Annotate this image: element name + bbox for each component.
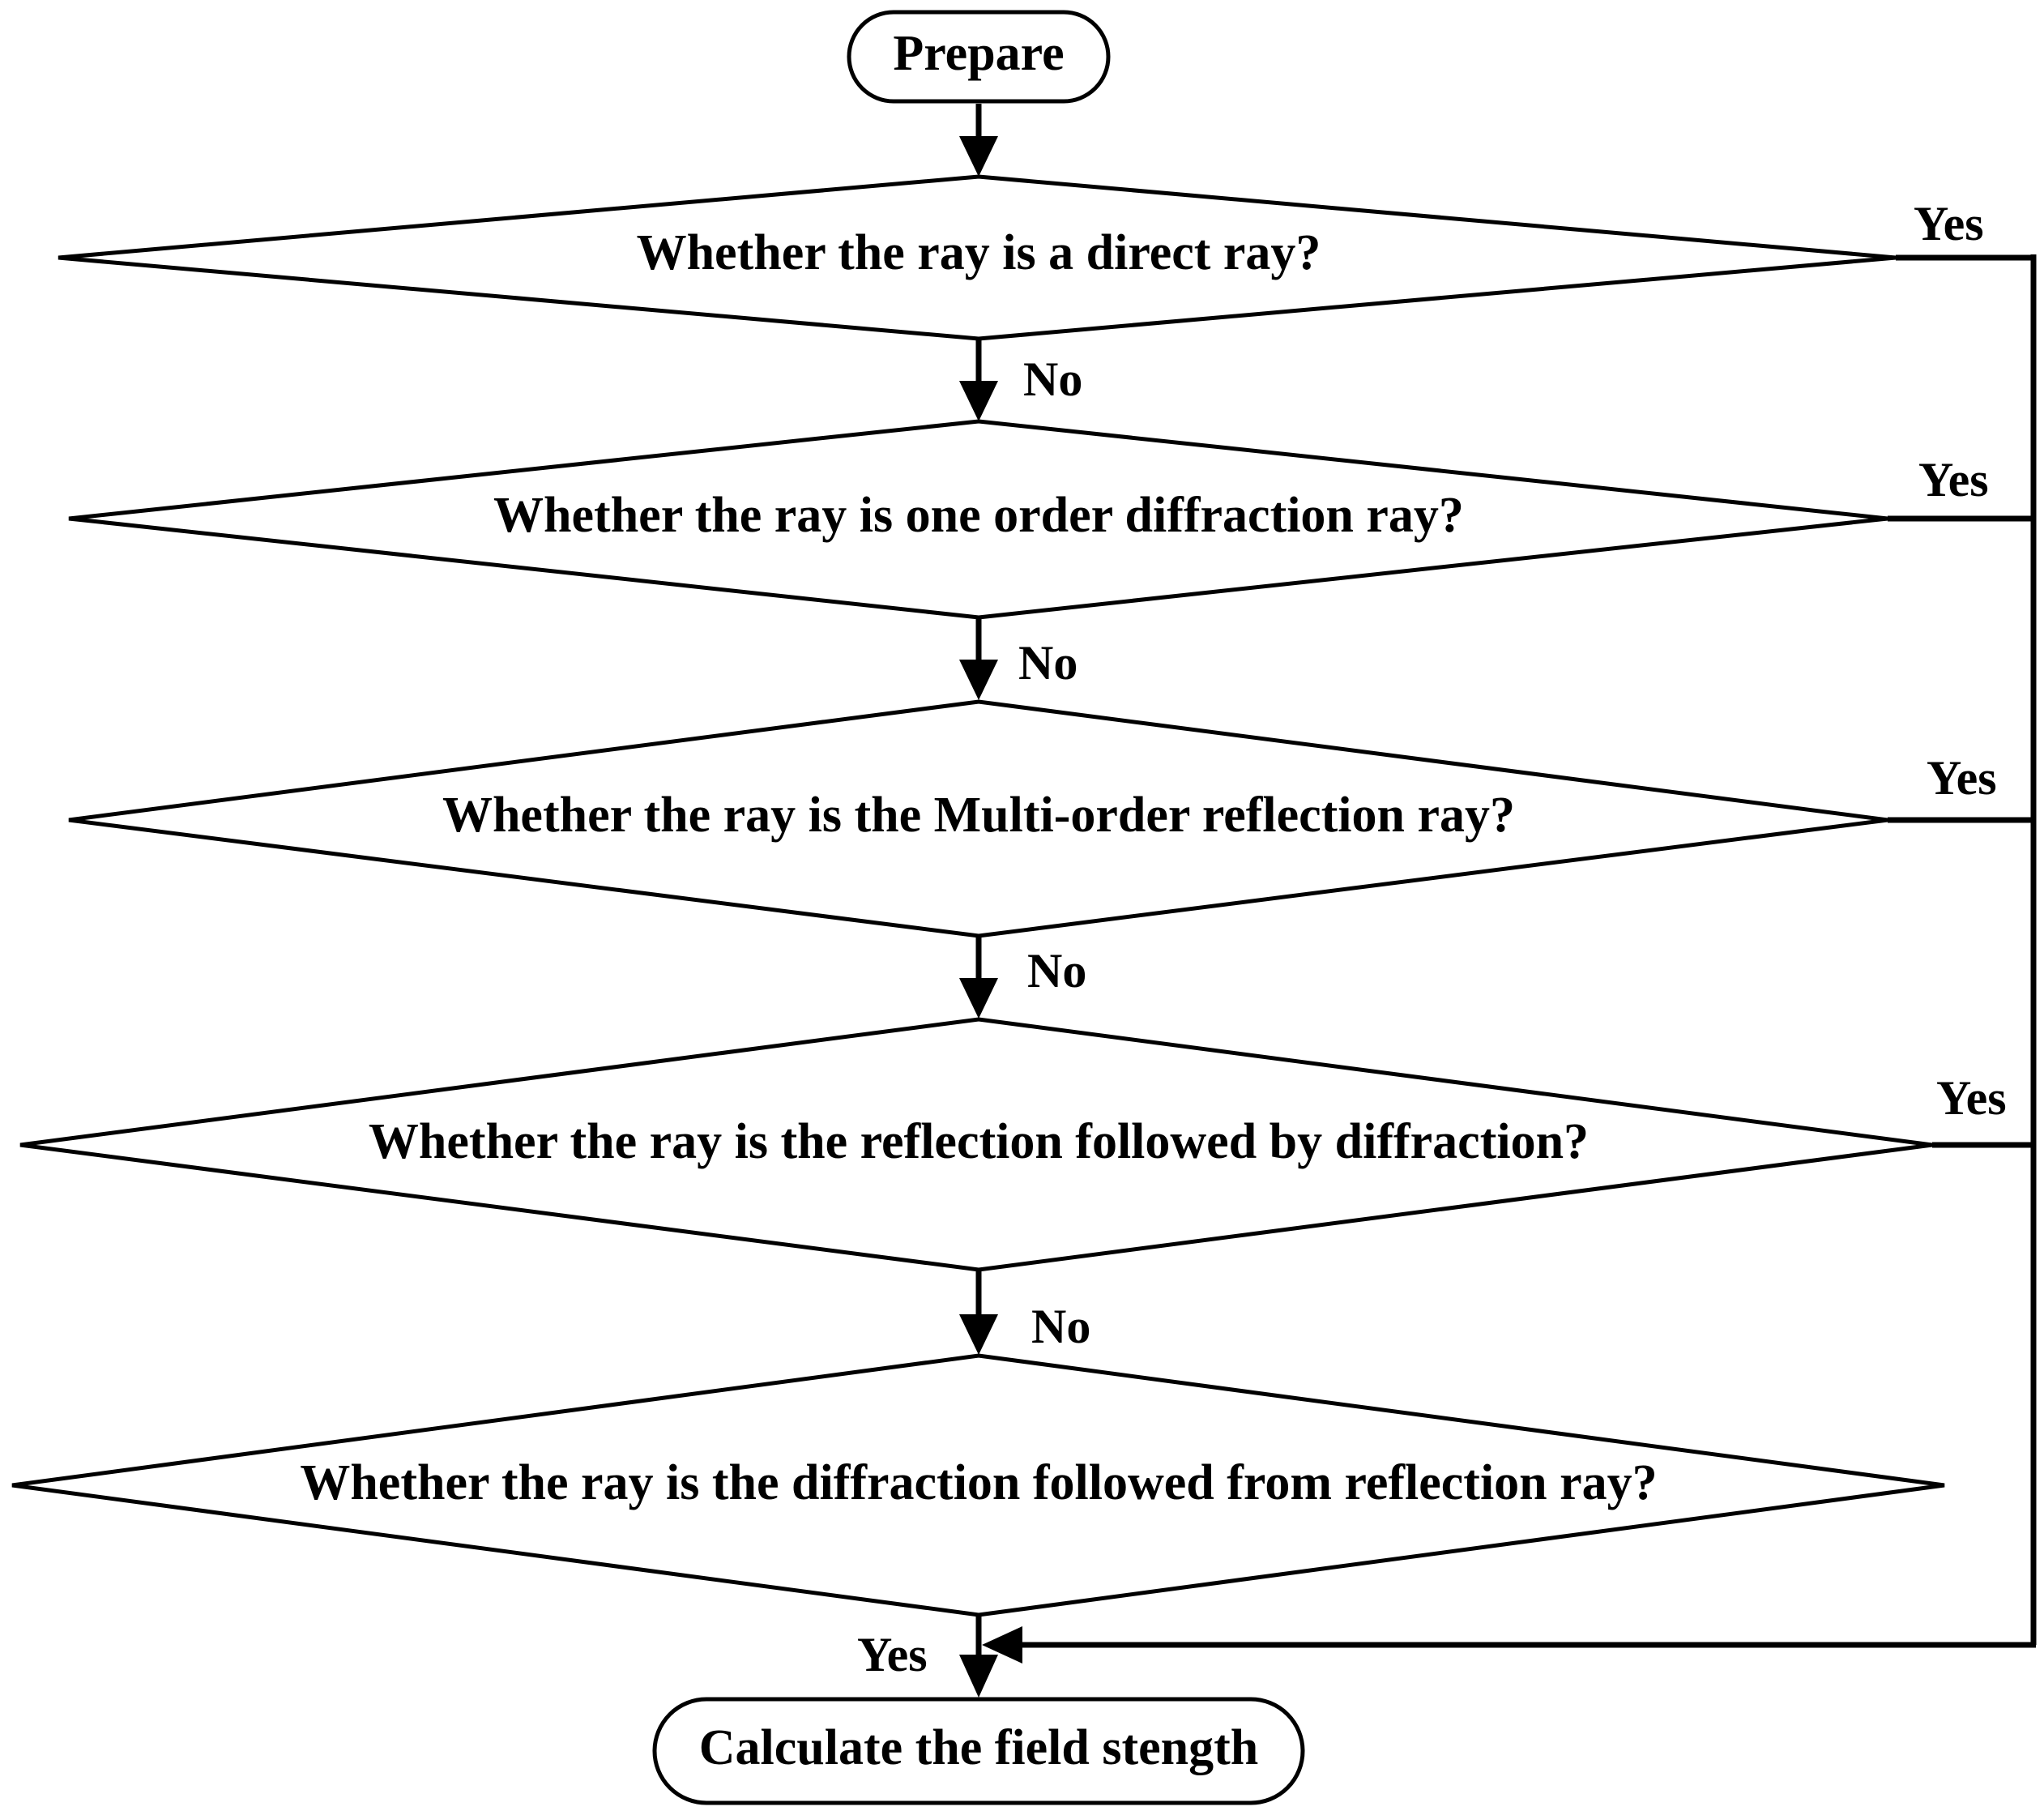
decision-reflection-then-diffraction: Whether the ray is the reflection follow… [19, 1017, 1933, 1272]
decision-diffraction-from-reflection-label: Whether the ray is the diffraction follo… [300, 1455, 1657, 1510]
arrowhead-down [959, 381, 998, 421]
arrowhead-down [959, 660, 998, 700]
start-node: Prepare [847, 10, 1111, 104]
arrowhead-down [959, 1314, 998, 1355]
no-label: No [1031, 1300, 1090, 1353]
no-label: No [1018, 636, 1077, 690]
decision-direct-ray-label: Whether the ray is a direct ray? [637, 225, 1321, 280]
no-label: No [1023, 352, 1082, 406]
yes-label: Yes [1936, 1071, 2007, 1125]
yes-label: Yes [1918, 453, 1989, 506]
arrowhead-down [959, 978, 998, 1019]
end-node: Calculate the field stength [652, 1697, 1305, 1805]
decision-one-order-diffraction-label: Whether the ray is one order diffraction… [493, 488, 1464, 543]
arrowhead-left [982, 1626, 1022, 1664]
edge-labels: Yes No Yes No Yes No Yes No Yes [857, 197, 2007, 1681]
decision-diffraction-from-reflection: Whether the ray is the diffraction follo… [11, 1353, 1945, 1617]
yes-label: Yes [857, 1628, 928, 1681]
decision-reflection-then-diffraction-label: Whether the ray is the reflection follow… [369, 1114, 1589, 1169]
arrowheads [959, 136, 1022, 1698]
yes-label: Yes [1927, 751, 1997, 805]
decision-multi-order-reflection: Whether the ray is the Multi-order refle… [68, 699, 1888, 938]
start-label: Prepare [893, 26, 1064, 81]
decision-one-order-diffraction: Whether the ray is one order diffraction… [68, 419, 1888, 620]
yes-label: Yes [1914, 197, 1984, 250]
arrowhead-down [959, 1655, 998, 1698]
no-label: No [1027, 944, 1086, 997]
end-label: Calculate the field stength [699, 1720, 1259, 1775]
decision-multi-order-reflection-label: Whether the ray is the Multi-order refle… [442, 788, 1515, 843]
arrowhead-down [959, 136, 998, 177]
connectors [975, 104, 2037, 1657]
decision-direct-ray: Whether the ray is a direct ray? [58, 174, 1897, 341]
